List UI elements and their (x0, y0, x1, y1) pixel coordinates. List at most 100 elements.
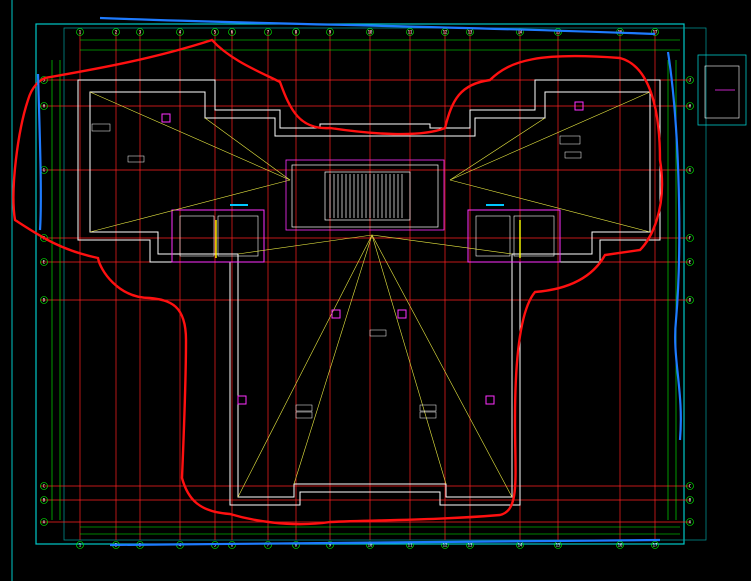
stair-core-outline-magenta (285, 159, 445, 231)
column-bubble-label: 12 (443, 543, 448, 548)
room-interiors (179, 215, 555, 257)
row-bubble (40, 258, 48, 266)
row-bubble (40, 234, 48, 242)
column-bubble-label: 6 (231, 30, 234, 35)
row-bubble (686, 496, 694, 504)
row-bubble-label: G (689, 168, 692, 173)
column-bubble-label: 2 (115, 30, 118, 35)
axis-grid (40, 30, 690, 540)
column-bubble-label: 7 (267, 543, 270, 548)
row-bubble-label: J (43, 78, 45, 83)
elevator-rooms (171, 209, 561, 263)
column-bubble-label: 1 (79, 543, 82, 548)
column-bubble-label: 11 (408, 30, 413, 35)
column-bubble (264, 28, 272, 36)
column-bubble (292, 28, 300, 36)
row-bubble (686, 296, 694, 304)
row-bubble-label: J (689, 78, 691, 83)
row-bubble-label: A (689, 520, 692, 525)
row-bubble (686, 76, 694, 84)
column-bubble (366, 541, 374, 549)
sheet-frame (35, 23, 685, 545)
column-bubble-label: 17 (653, 543, 658, 548)
row-bubble-label: C (43, 484, 46, 489)
column-bubble (76, 541, 84, 549)
column-bubble-label: 15 (556, 543, 561, 548)
column-bubble-label: 10 (368, 30, 373, 35)
blue-markup-lines (36, 16, 682, 547)
column-bubble (326, 541, 334, 549)
column-bubble-label: 9 (329, 543, 332, 548)
column-bubble (112, 28, 120, 36)
column-bubble-label: 14 (518, 30, 523, 35)
row-bubble-label: E (689, 260, 692, 265)
column-bubble-label: 16 (618, 543, 623, 548)
column-bubble-label: 5 (214, 30, 217, 35)
column-bubble (651, 28, 659, 36)
row-bubble (686, 258, 694, 266)
annotation-tags (91, 123, 582, 419)
dimension-lines (51, 39, 680, 535)
column-bubble (326, 28, 334, 36)
column-bubble (228, 28, 236, 36)
column-bubble-label: 17 (653, 30, 658, 35)
roof-slope-lines (89, 91, 651, 498)
column-bubble (76, 28, 84, 36)
red-markup-outline (12, 38, 664, 526)
yellow-accent-lines (215, 220, 521, 258)
row-bubble-label: B (43, 498, 46, 503)
column-bubble (616, 541, 624, 549)
row-bubble-label: B (689, 498, 692, 503)
row-bubble (686, 234, 694, 242)
column-bubble-label: 10 (368, 543, 373, 548)
column-bubble (292, 541, 300, 549)
column-bubble-label: 14 (518, 543, 523, 548)
row-bubble-label: F (689, 236, 692, 241)
row-bubble-label: A (43, 520, 46, 525)
row-bubble (40, 496, 48, 504)
row-bubble-label: E (43, 260, 46, 265)
row-bubble (686, 518, 694, 526)
column-bubble (366, 28, 374, 36)
row-bubble (686, 166, 694, 174)
column-bubble-label: 15 (556, 30, 561, 35)
column-bubble-label: 7 (267, 30, 270, 35)
column-bubble (406, 28, 414, 36)
column-bubble (264, 541, 272, 549)
row-bubble-label: D (689, 298, 692, 303)
column-bubble-label: 13 (468, 30, 473, 35)
column-bubble (211, 28, 219, 36)
column-bubble (136, 28, 144, 36)
column-bubble (176, 28, 184, 36)
column-bubble-label: 9 (329, 30, 332, 35)
column-bubble-label: 8 (295, 543, 298, 548)
inner-frame (63, 27, 707, 541)
axis-bubbles: 1122334455667788991010111112121313141415… (40, 28, 694, 549)
column-bubble-label: 4 (179, 30, 182, 35)
row-bubble-label: D (43, 298, 46, 303)
row-bubble (40, 482, 48, 490)
row-bubble (40, 296, 48, 304)
column-bubble-label: 3 (139, 30, 142, 35)
row-bubble-label: H (689, 104, 692, 109)
row-bubble (40, 518, 48, 526)
column-bubble-label: 1 (79, 30, 82, 35)
detail-panel (697, 54, 747, 126)
row-bubble-label: G (43, 168, 46, 173)
column-bubble-label: 13 (468, 543, 473, 548)
row-bubble-label: H (43, 104, 46, 109)
row-bubble (686, 102, 694, 110)
stair-core (291, 164, 439, 228)
column-bubble-label: 11 (408, 543, 413, 548)
detail-box-inner (704, 65, 740, 119)
column-bubble-label: 12 (443, 30, 448, 35)
column-bubble-label: 6 (231, 543, 234, 548)
column-bubble (651, 541, 659, 549)
column-bubble (554, 28, 562, 36)
roof-drains (161, 101, 584, 405)
row-bubble (686, 482, 694, 490)
row-bubble-label: C (689, 484, 692, 489)
column-bubble-label: 8 (295, 30, 298, 35)
